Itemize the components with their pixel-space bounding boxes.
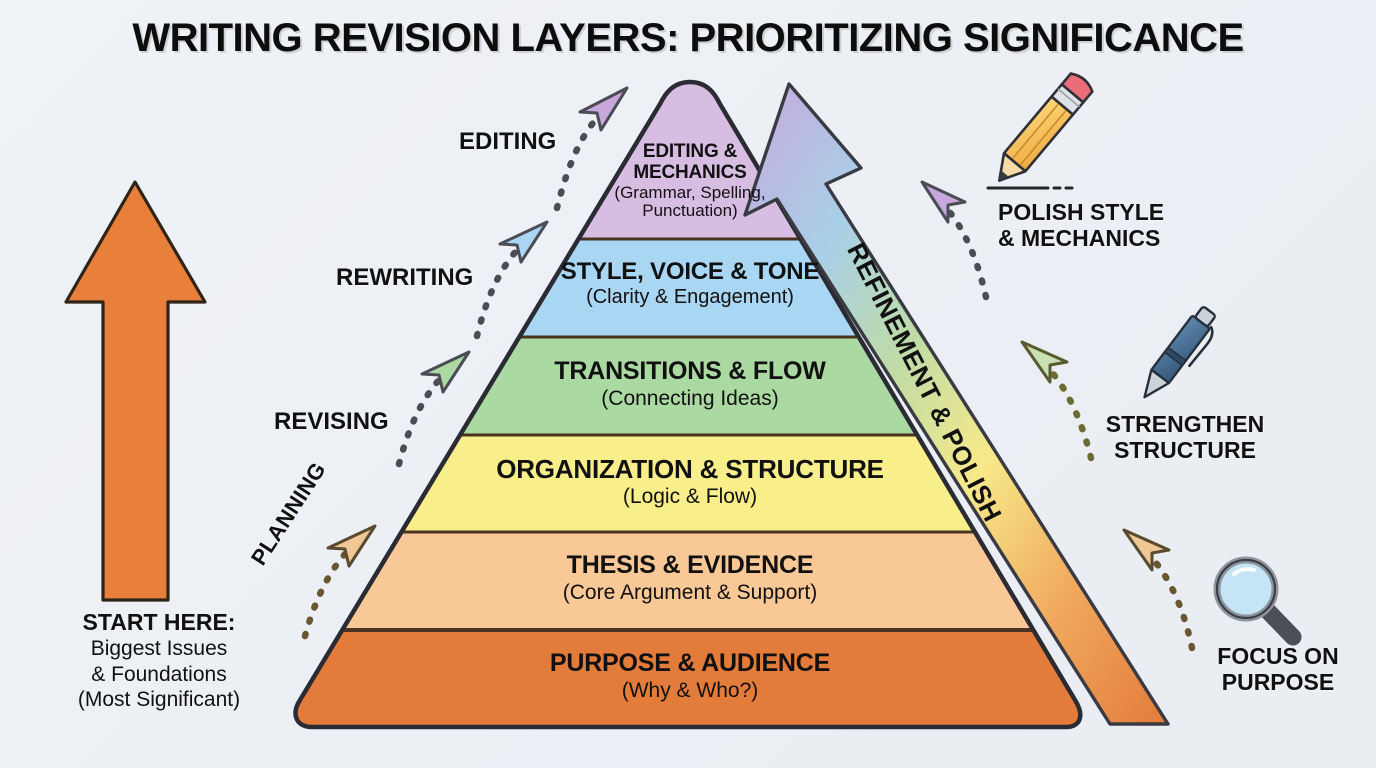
sidebar-item-editing-stage: EDITING: [459, 128, 557, 155]
start-here-line-3: (Most Significant): [77, 688, 241, 712]
pyramid-outline: [293, 79, 1083, 730]
callout-focus-on-purpose-line-2: PURPOSE: [1221, 668, 1335, 695]
start-here-callout: START HERE: Biggest Issues & Foundations…: [36, 608, 282, 713]
layer-text-thesis: THESIS & EVIDENCE (Core Argument & Suppo…: [562, 551, 818, 604]
callout-focus-on-purpose-line-1: FOCUS ON: [1217, 643, 1339, 669]
start-here-line-1: Biggest Issues: [90, 637, 228, 661]
sidebar-item-revising-stage: REVISING: [274, 408, 389, 435]
callout-focus-on-purpose: FOCUS ON PURPOSE: [1208, 643, 1348, 696]
layer-text-editing: EDITING & MECHANICS (Grammar, Spelling, …: [614, 141, 766, 221]
start-here-line-2: & Foundations: [91, 662, 227, 686]
layer-text-purpose: PURPOSE & AUDIENCE (Why & Who?): [549, 649, 831, 702]
page-title: WRITING REVISION LAYERS: PRIORITIZING SI…: [132, 16, 1244, 60]
layer-text-organization: ORGANIZATION & STRUCTURE (Logic & Flow): [496, 454, 884, 509]
start-here-heading: START HERE:: [82, 609, 236, 635]
sidebar-item-rewriting-stage: REWRITING: [336, 264, 474, 291]
layer-text-transitions: TRANSITIONS & FLOW (Connecting Ideas): [554, 357, 826, 410]
